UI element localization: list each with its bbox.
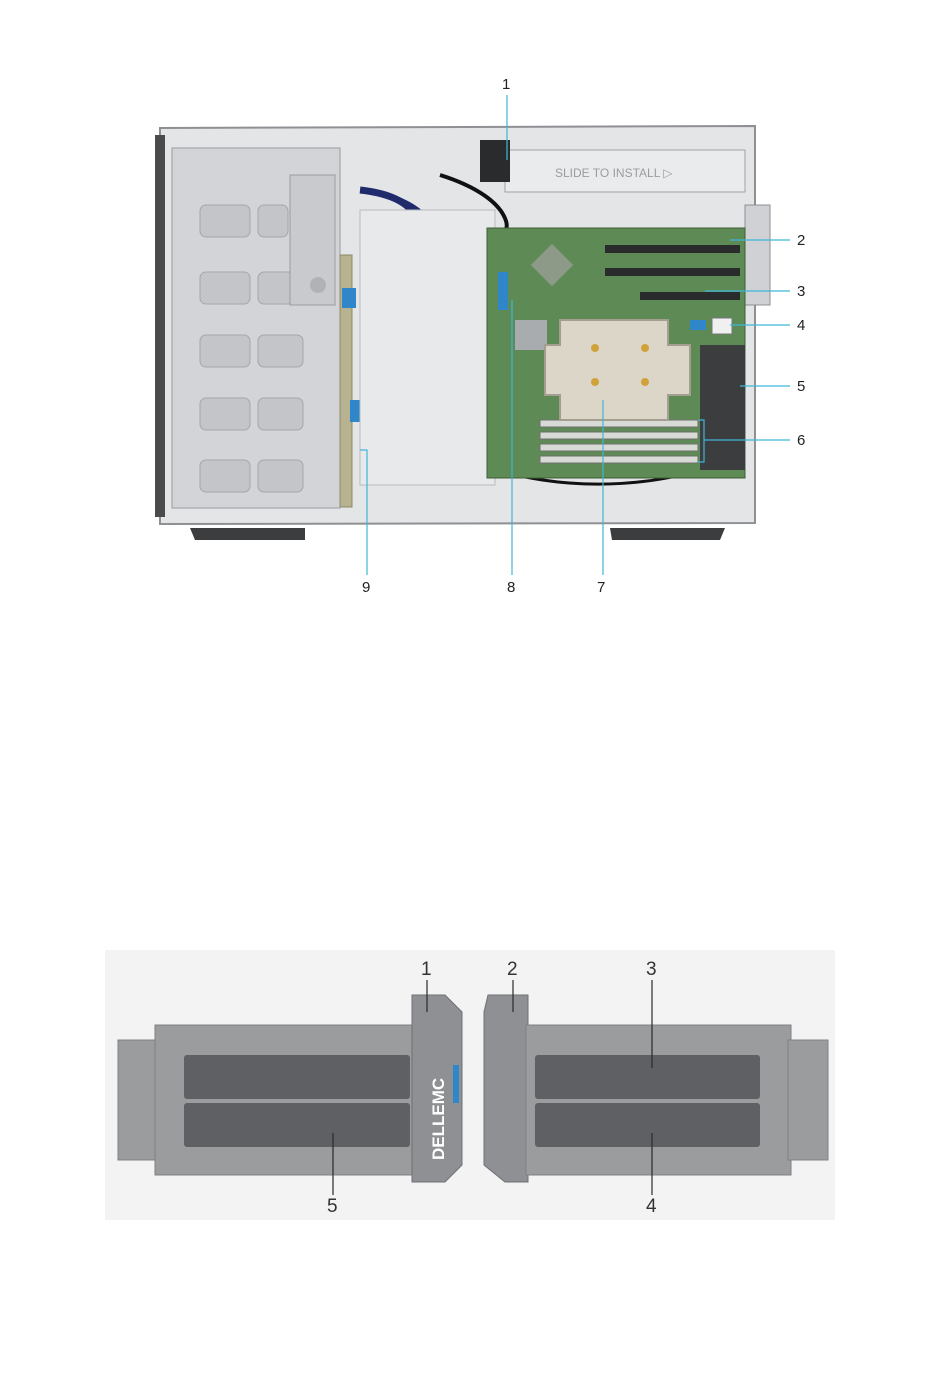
- bezel-callout-5: 5: [327, 1197, 338, 1216]
- blue-connector: [498, 272, 508, 310]
- callout-7: 7: [597, 580, 605, 595]
- bezel-callout-1: 1: [421, 960, 432, 979]
- server-interior-figure: SLIDE TO INSTALL ▷: [0, 0, 950, 620]
- left-blank-body: [155, 1025, 425, 1175]
- callout-1: 1: [502, 77, 510, 92]
- chassis-side-panel: [155, 135, 165, 517]
- callout-3: 3: [797, 284, 805, 299]
- callout-4: 4: [797, 318, 805, 333]
- system-fan: [700, 345, 745, 470]
- vrm-heatsink: [515, 320, 547, 350]
- left-slot-top: [184, 1055, 410, 1099]
- server-interior-illustration: SLIDE TO INSTALL ▷: [0, 0, 950, 620]
- callout-2: 2: [797, 233, 805, 248]
- left-slot-bottom: [184, 1103, 410, 1147]
- callout-9: 9: [362, 580, 370, 595]
- left-end-tab: [118, 1040, 158, 1160]
- bezel-blank-figure: DELLEMC 1 2 3 4 5: [0, 940, 950, 1240]
- cpu-heatsink: [545, 320, 690, 420]
- right-end-tab: [788, 1040, 828, 1160]
- intrusion-switch: [712, 318, 732, 334]
- right-blank-body: [526, 1025, 791, 1175]
- right-slot-top: [535, 1055, 760, 1099]
- callout-8: 8: [507, 580, 515, 595]
- rear-bracket: [745, 205, 770, 305]
- psu-connector: [480, 140, 510, 182]
- bezel-callout-4: 4: [646, 1197, 657, 1216]
- right-bezel-panel: [484, 995, 528, 1182]
- bezel-callout-3: 3: [646, 960, 657, 979]
- slide-to-install-text: SLIDE TO INSTALL ▷: [555, 166, 673, 180]
- bezel-accent-strip: [453, 1065, 459, 1103]
- backplane-latch-top: [342, 288, 356, 308]
- chassis-foot-right: [610, 528, 725, 540]
- callout-5: 5: [797, 379, 805, 394]
- callout-6: 6: [797, 433, 805, 448]
- bezel-callout-2: 2: [507, 960, 518, 979]
- right-slot-bottom: [535, 1103, 760, 1147]
- chassis-foot-left: [190, 528, 305, 540]
- cable-partition: [360, 210, 495, 485]
- bezel-blank-illustration: DELLEMC: [0, 940, 950, 1240]
- dellemc-logo: DELLEMC: [429, 1078, 448, 1160]
